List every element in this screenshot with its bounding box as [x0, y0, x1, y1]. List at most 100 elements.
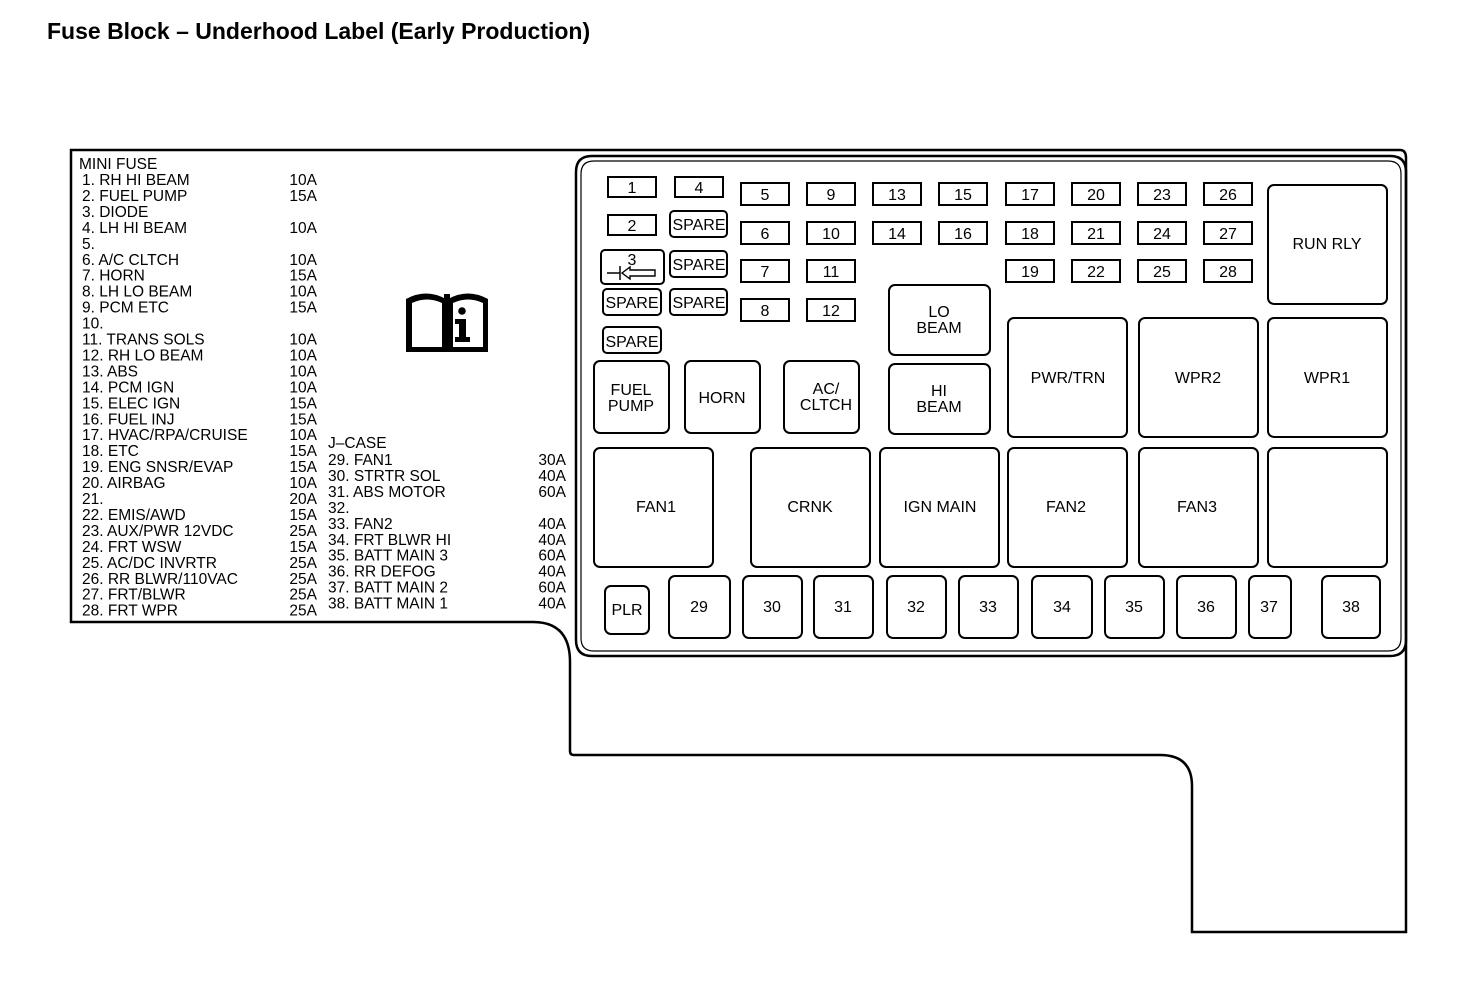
mini-fuse-amp: 15A [289, 507, 317, 524]
j-case-header: J–CASE [328, 435, 387, 452]
mini-fuse-label: 5. [82, 236, 95, 253]
mini-fuse-row: 14. PCM IGN 10A [82, 379, 318, 396]
mini-fuse-amp: 25A [289, 587, 317, 604]
mini-fuse-amp: 15A [289, 300, 317, 317]
svg-text:24: 24 [1153, 226, 1171, 243]
mini-fuse-row: 10. [82, 316, 104, 333]
svg-text:CLTCH: CLTCH [800, 397, 852, 414]
svg-text:SPARE: SPARE [672, 217, 725, 234]
j-case-slot-33: 33 [958, 575, 1019, 639]
mini-fuse-amp: 25A [289, 555, 317, 572]
svg-text:27: 27 [1219, 226, 1237, 243]
plr-slot: PLR [604, 585, 650, 635]
spare-slot: SPARE [602, 326, 662, 354]
fuse-slot-23: 23 [1137, 182, 1187, 206]
page-title: Fuse Block – Underhood Label (Early Prod… [47, 18, 591, 44]
j-case-amp: 40A [538, 532, 566, 549]
svg-text:3: 3 [628, 252, 637, 269]
fuse-panel-outline [574, 154, 1408, 658]
j-case-amp: 60A [538, 548, 566, 565]
mini-fuse-amp: 10A [289, 379, 317, 396]
mini-fuse-label: 24. FRT WSW [82, 539, 182, 556]
relay-pwr-trn: PWR/TRN [1007, 317, 1128, 438]
svg-text:28: 28 [1219, 264, 1237, 281]
fuse-slot-19: 19 [1005, 259, 1055, 283]
mini-fuse-label: 16. FUEL INJ [82, 411, 174, 428]
relay-wpr1: WPR1 [1267, 317, 1388, 438]
fuse-slot-1: 1 [607, 176, 657, 198]
fuse-slot-17: 17 [1005, 182, 1055, 206]
svg-text:BEAM: BEAM [916, 320, 961, 337]
mini-fuse-row: 5. [82, 236, 95, 253]
svg-text:FAN1: FAN1 [636, 499, 676, 516]
j-case-slot-36: 36 [1176, 575, 1237, 639]
j-case-slot-31: 31 [813, 575, 874, 639]
fuse-slot-2: 2 [607, 214, 657, 236]
relay-crnk: CRNK [750, 447, 871, 568]
svg-text:21: 21 [1087, 226, 1105, 243]
relay-run-rly: RUN RLY [1267, 184, 1388, 305]
j-case-label: 37. BATT MAIN 2 [328, 580, 448, 597]
j-case-label: 30. STRTR SOL [328, 468, 441, 485]
mini-fuse-amp: 10A [289, 252, 317, 269]
j-case-label: 34. FRT BLWR HI [328, 532, 451, 549]
svg-text:LO: LO [928, 304, 949, 321]
mini-fuse-amp: 25A [289, 523, 317, 540]
j-case-label: 33. FAN2 [328, 516, 393, 533]
svg-text:37: 37 [1260, 599, 1278, 616]
owner-manual-info-icon [406, 293, 488, 352]
mini-fuse-label: 23. AUX/PWR 12VDC [82, 523, 234, 540]
fuse-slot-11: 11 [806, 259, 856, 283]
mini-fuse-label: 13. ABS [82, 363, 138, 380]
svg-text:19: 19 [1021, 264, 1039, 281]
mini-fuse-amp: 15A [289, 443, 317, 460]
svg-text:8: 8 [761, 303, 770, 320]
svg-text:PLR: PLR [611, 602, 642, 619]
svg-text:SPARE: SPARE [672, 257, 725, 274]
svg-text:CRNK: CRNK [787, 499, 833, 516]
mini-fuse-label: 18. ETC [82, 443, 139, 460]
fuse-slot-22: 22 [1071, 259, 1121, 283]
j-case-slot-38: 38 [1321, 575, 1381, 639]
svg-text:34: 34 [1053, 599, 1071, 616]
j-case-slot-29: 29 [668, 575, 731, 639]
mini-fuse-label: 14. PCM IGN [82, 379, 174, 396]
fuse-slot-12: 12 [806, 298, 856, 322]
svg-text:15: 15 [954, 187, 972, 204]
svg-text:WPR1: WPR1 [1304, 370, 1350, 387]
svg-text:18: 18 [1021, 226, 1039, 243]
j-case-label: 29. FAN1 [328, 452, 393, 469]
fuse-slot-10: 10 [806, 221, 856, 245]
j-case-amp: 40A [538, 468, 566, 485]
mini-fuse-row: 21.20A [82, 491, 318, 508]
svg-text:HI: HI [931, 383, 947, 400]
svg-text:30: 30 [763, 599, 781, 616]
mini-fuse-amp: 10A [289, 332, 317, 349]
mini-fuse-label: 19. ENG SNSR/EVAP [82, 459, 233, 476]
mini-fuse-amp: 10A [289, 172, 317, 189]
svg-text:PUMP: PUMP [608, 398, 654, 415]
mini-fuse-amp: 25A [289, 603, 317, 620]
svg-text:33: 33 [979, 599, 997, 616]
svg-text:WPR2: WPR2 [1175, 370, 1221, 387]
j-case-amp: 40A [538, 516, 566, 533]
svg-text:FAN3: FAN3 [1177, 499, 1217, 516]
mini-fuse-label: 10. [82, 316, 104, 333]
svg-text:SPARE: SPARE [605, 295, 658, 312]
relay-fan2: FAN2 [1007, 447, 1128, 568]
